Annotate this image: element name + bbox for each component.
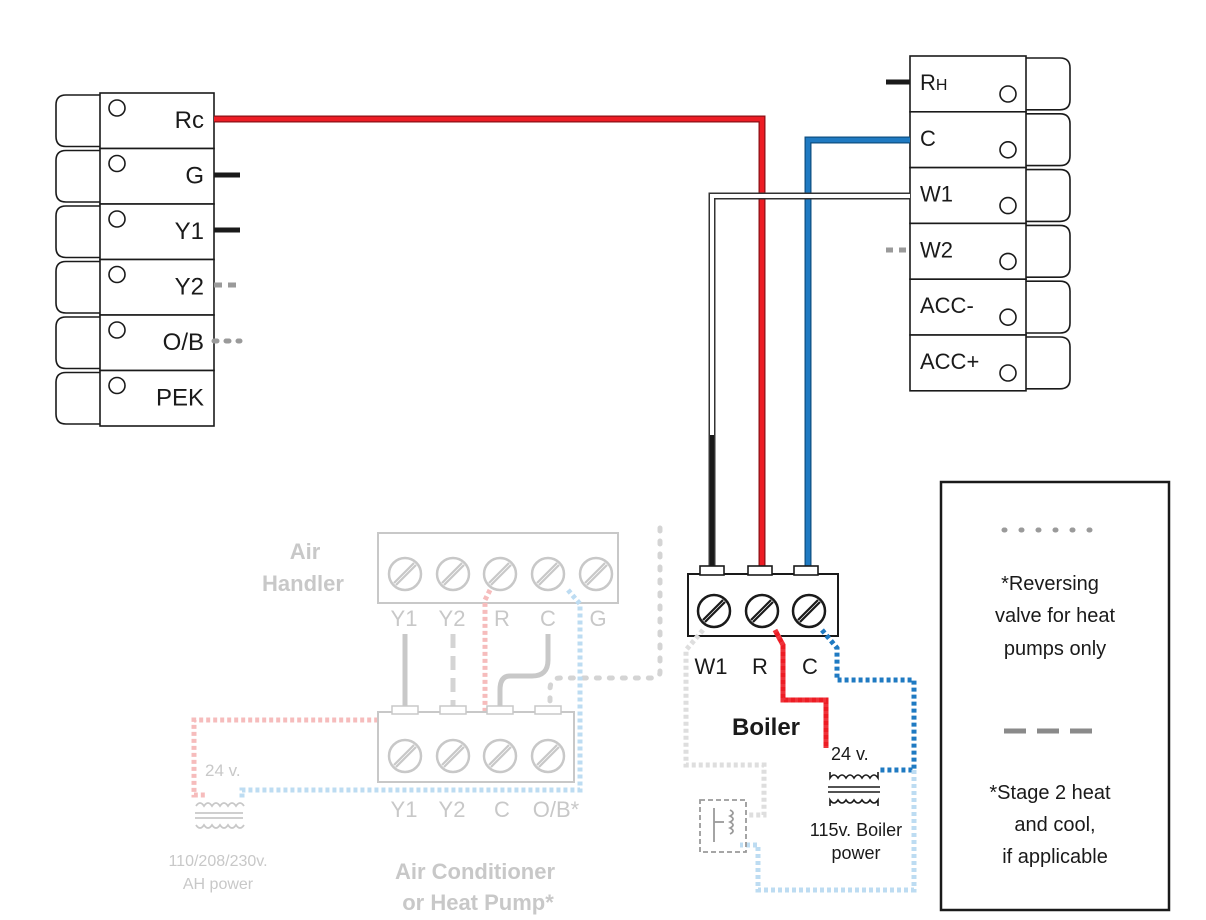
ac-terminal-c: C	[494, 797, 510, 822]
ac-title-2: or Heat Pump*	[402, 890, 554, 915]
terminal-hole-icon	[108, 210, 126, 228]
left-terminal-1: G	[55, 147, 215, 205]
boiler-internal-wires	[683, 628, 917, 893]
terminal-hole-icon	[108, 376, 126, 395]
left-terminal-label: Rc	[175, 107, 204, 134]
air-conditioner: Y1 Y2 C O/B* Air Conditioner or Heat Pum…	[377, 705, 580, 915]
ah-terminal-y1: Y1	[391, 606, 418, 631]
left-terminal-0: Rc	[55, 92, 215, 150]
right-terminal-main: C	[920, 126, 936, 151]
terminal-hole-icon	[999, 308, 1017, 327]
blue-wire	[804, 136, 910, 567]
right-terminal-label: C	[920, 126, 936, 151]
right-terminal-0: RH	[909, 55, 1071, 113]
ah-terminal-c: C	[540, 606, 556, 631]
right-terminal-label: RH	[920, 70, 947, 95]
terminal-hole-icon	[108, 265, 126, 284]
relay-icon	[699, 799, 747, 853]
terminal-hole-icon	[108, 99, 126, 117]
legend-dashed-note-1: *Stage 2 heat	[989, 782, 1111, 804]
terminal-hole-icon	[999, 252, 1017, 271]
ah-terminal-y2: Y2	[439, 606, 466, 631]
ac-terminal-ob: O/B*	[533, 797, 580, 822]
ah-power-2: AH power	[183, 876, 254, 893]
left-terminal-2: Y1	[55, 203, 215, 261]
right-terminal-main: R	[920, 70, 936, 95]
right-stubs	[886, 79, 910, 253]
terminal-hole-icon	[108, 321, 126, 339]
boiler-terminal-c: C	[802, 654, 818, 679]
legend-dashed-note-2: and cool,	[1014, 814, 1095, 836]
right-terminal-main: W1	[920, 182, 953, 207]
right-terminal-5: ACC+	[909, 334, 1071, 392]
boiler-transformer: 24 v. 115v. Boiler power	[810, 744, 902, 863]
right-terminal-2: W1	[909, 166, 1071, 225]
right-terminal-1: C	[909, 111, 1071, 169]
legend-dotted-note-1: *Reversing	[1001, 573, 1099, 595]
right-terminal-3: W2	[909, 222, 1071, 280]
terminal-hole-icon	[999, 196, 1017, 215]
ah-terminal-r: R	[494, 606, 510, 631]
legend-dashed-note-3: if applicable	[1002, 846, 1108, 868]
boiler: W1 R C Boiler	[687, 565, 839, 741]
terminal-hole-icon	[108, 154, 126, 173]
red-wire	[214, 115, 766, 567]
left-terminal-4: O/B	[55, 314, 215, 372]
ah-power-1: 110/208/230v.	[168, 853, 267, 870]
terminal-hole-icon	[999, 85, 1017, 103]
left-terminal-label: Y1	[175, 218, 204, 245]
right-terminal-label: ACC+	[920, 349, 979, 374]
right-terminal-sub: H	[936, 77, 948, 94]
white-wire	[708, 192, 910, 567]
legend: *Reversing valve for heat pumps only *St…	[939, 480, 1171, 912]
legend-dotted-note-2: valve for heat	[995, 605, 1116, 627]
ah-voltage: 24 v.	[205, 761, 241, 780]
boiler-power-2: power	[831, 843, 880, 863]
boiler-terminal-w1: W1	[695, 654, 728, 679]
boiler-title: Boiler	[732, 714, 800, 741]
right-terminal-label: W2	[920, 237, 953, 262]
air-handler-title-1: Air	[290, 539, 321, 564]
right-terminal-4: ACC-	[909, 278, 1071, 336]
air-handler: Air Handler Y1 Y2 R C G	[262, 532, 619, 631]
ac-title-1: Air Conditioner	[395, 859, 556, 884]
boiler-terminal-r: R	[752, 654, 768, 679]
left-stubs	[211, 172, 243, 344]
terminal-hole-icon	[999, 141, 1017, 159]
boiler-voltage: 24 v.	[831, 744, 869, 764]
right-terminal-label: W1	[920, 182, 953, 207]
ah-ac-wires	[191, 525, 663, 800]
air-handler-title-2: Handler	[262, 571, 344, 596]
boiler-power-1: 115v. Boiler	[810, 820, 902, 840]
right-terminal-main: W2	[920, 237, 953, 262]
left-terminal-label: G	[185, 163, 204, 190]
left-terminal-label: Y2	[175, 274, 204, 301]
right-terminal-label: ACC-	[920, 293, 974, 318]
legend-dotted-note-3: pumps only	[1004, 638, 1106, 660]
left-terminal-label: O/B	[163, 329, 204, 356]
left-terminal-3: Y2	[55, 258, 215, 316]
right-terminal-main: ACC+	[920, 349, 979, 374]
ac-terminal-y2: Y2	[439, 797, 466, 822]
left-terminal-label: PEK	[156, 385, 204, 412]
ah-terminal-g: G	[589, 606, 606, 631]
right-terminal-main: ACC-	[920, 293, 974, 318]
ac-terminal-y1: Y1	[391, 797, 418, 822]
left-terminal-5: PEK	[55, 369, 215, 427]
ah-transformer: 24 v. 110/208/230v. AH power	[168, 761, 267, 893]
terminal-hole-icon	[999, 364, 1017, 382]
